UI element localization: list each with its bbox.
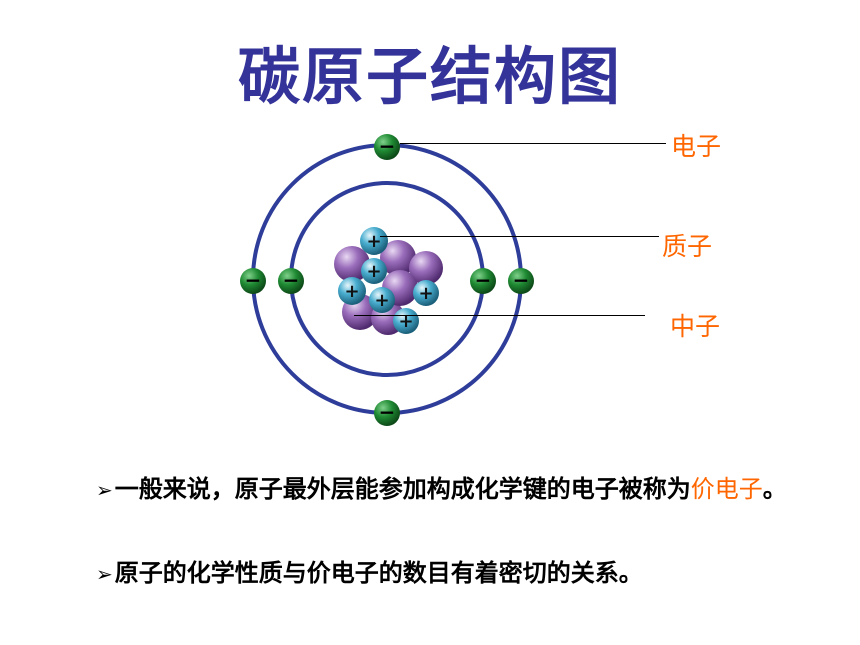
paragraph-valence-definition: ➢一般来说，原子最外层能参加构成化学键的电子被称为价电子。 [96,472,796,507]
proton: + [413,280,439,306]
electron-sign: − [475,268,492,292]
proton: + [360,227,388,255]
proton-leader-line [380,236,659,237]
neutron [380,240,416,276]
neutron-label: 中子 [670,312,721,341]
nucleus: + + + + + + [334,227,443,335]
electron-sign: − [379,400,396,424]
electron-outer-right: − [508,268,534,294]
proton-sign: + [366,261,381,282]
electron-leader-line [400,143,666,144]
proton: + [369,287,395,313]
arrow-bullet-icon: ➢ [96,478,113,502]
neutron-leader-line [354,315,645,316]
electron-top: − [374,134,400,160]
proton-sign: + [398,311,413,332]
proton: + [393,308,419,334]
paragraph-text: 原子的化学性质与价电子的数目有着密切的关系。 [114,559,643,587]
electron-outer-left: − [240,268,266,294]
electron-inner-left: − [278,268,304,294]
paragraph-chemical-property: ➢原子的化学性质与价电子的数目有着密切的关系。 [96,556,796,591]
valence-electron-term: 价电子 [690,475,763,503]
electron-sign: − [283,268,300,292]
proton-sign: + [344,281,359,302]
proton-label: 质子 [662,232,713,261]
paragraph-text: 一般来说，原子最外层能参加构成化学键的电子被称为 [114,475,691,503]
electron-label: 电子 [671,132,722,161]
electron-sign: − [245,268,262,292]
carbon-atom-diagram: + + + + + + [230,126,550,436]
proton-sign: + [374,290,389,311]
proton: + [338,277,366,305]
electron-bottom: − [374,400,400,426]
electron-sign: − [513,268,530,292]
neutron [334,246,370,282]
proton-sign: + [418,283,433,304]
electron-inner-right: − [470,268,496,294]
proton: + [361,258,387,284]
atom-svg: + + + + + + [240,134,534,426]
electron-sign: − [379,134,396,158]
page-title: 碳原子结构图 [237,40,622,113]
proton-sign: + [366,231,381,252]
arrow-bullet-icon: ➢ [96,562,113,586]
paragraph-tail: 。 [762,475,787,503]
neutron [409,251,443,285]
